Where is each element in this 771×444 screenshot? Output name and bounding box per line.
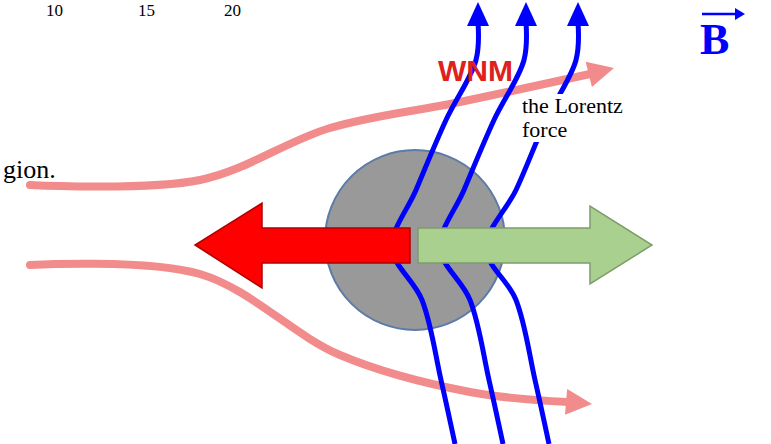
tick-label: 15 bbox=[138, 2, 155, 21]
force-label: the Lorentz force bbox=[520, 94, 649, 142]
flow-line bbox=[30, 74, 590, 187]
field-symbol: B bbox=[700, 16, 729, 64]
field-arrowhead bbox=[515, 2, 537, 26]
wnm-label: WNM bbox=[438, 54, 513, 87]
cut-text: gion. bbox=[3, 156, 56, 185]
flow-arrowhead bbox=[565, 389, 592, 415]
tick-label: 10 bbox=[46, 2, 63, 21]
field-lines bbox=[392, 2, 589, 444]
ram-pressure-arrow bbox=[195, 203, 410, 288]
tick-label: 20 bbox=[224, 2, 241, 21]
field-arrowhead bbox=[567, 2, 589, 26]
lorentz-force-arrow bbox=[418, 206, 652, 284]
flow-arrowhead bbox=[586, 62, 614, 87]
field-arrowhead bbox=[467, 2, 489, 26]
